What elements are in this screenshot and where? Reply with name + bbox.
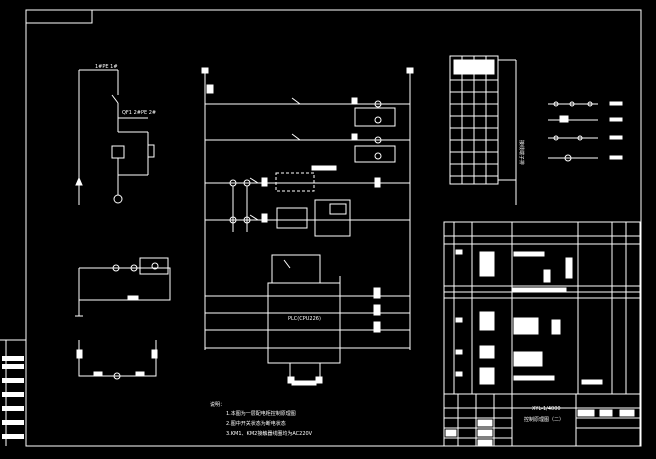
note-line-2: 2.图中开关状态为断电状态 [226,420,286,427]
terminal-block-table [449,55,517,205]
left-binding-strip [0,339,26,446]
component-list-table [443,221,641,447]
left-bottom-loop [76,340,158,380]
plc-block [267,254,381,386]
feeder-label-breaker: QF1 2#PE 2# [122,110,156,116]
control-ladder [201,67,414,350]
title-line-2: 控制原理图（二） [524,416,564,423]
title-line-1: XYL-1/4000 [532,406,561,412]
left-feeder-circuit [75,69,155,205]
notes-heading: 说明： [210,401,225,408]
drawing-border [25,9,642,447]
right-relay-diagrams [548,101,623,162]
left-loop-circuit [75,257,171,317]
drawing-code-box [26,10,93,24]
note-line-3: 3.KM1、KM2接触器线圈均为AC220V [226,430,313,437]
note-line-1: 1.本图为一层配电柜控制原理图 [226,410,296,417]
terminal-vertical-note: 接线端子排 [518,140,525,165]
title-block [444,394,640,446]
feeder-label-top: 1#PE 1# [95,64,118,70]
plc-cpu-label: PLC(CPU226) [288,316,321,322]
